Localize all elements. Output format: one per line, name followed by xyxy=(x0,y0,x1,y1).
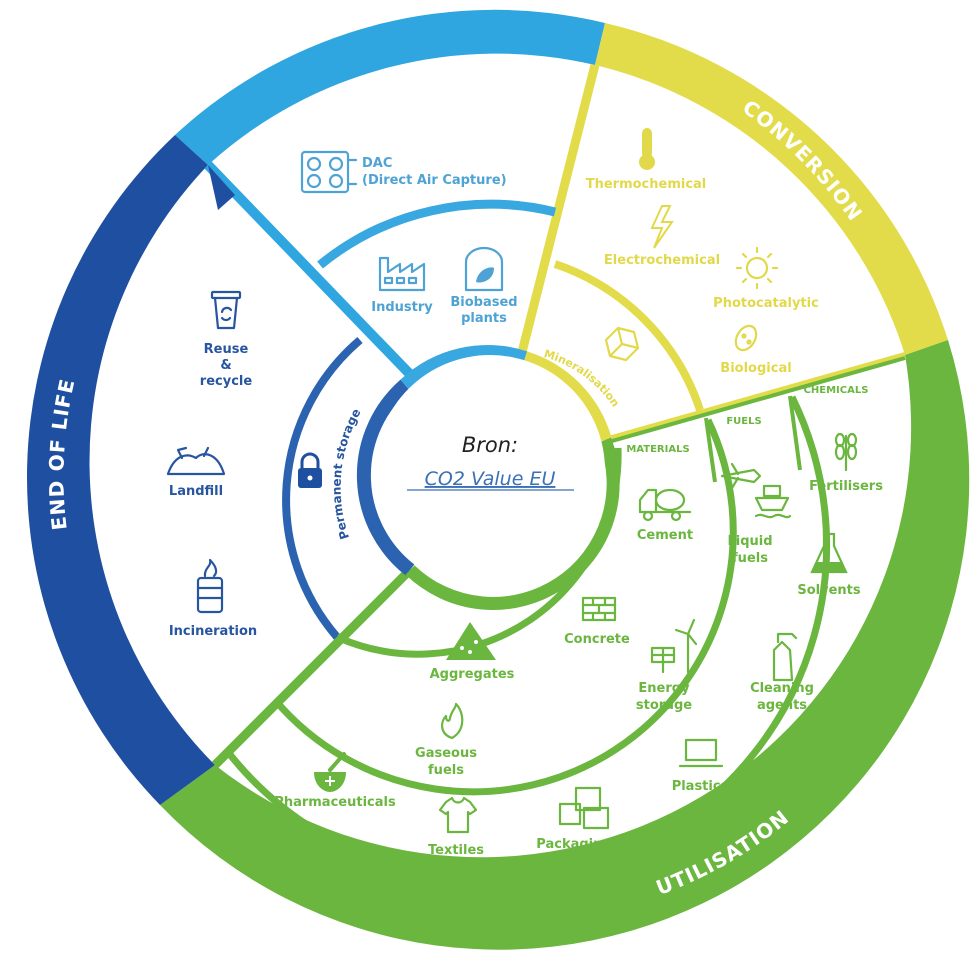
landfill-icon xyxy=(166,446,226,476)
dac-sub-label: (Direct Air Capture) xyxy=(362,173,507,188)
wheat-icon xyxy=(834,432,858,472)
fertilisers-label: Fertilisers xyxy=(809,479,883,494)
utilisation-divider-line xyxy=(604,352,906,443)
pharmaceuticals-label: Pharmaceuticals xyxy=(274,795,396,810)
gaseous-fuels-sub-label: fuels xyxy=(428,763,464,778)
utilisation-ring-segment xyxy=(160,340,970,950)
end-of-life-ring-segment xyxy=(26,135,216,805)
incineration-label: Incineration xyxy=(169,624,257,639)
cement-label: Cement xyxy=(637,528,693,543)
landfill-label: Landfill xyxy=(169,484,223,499)
fuels-tab-divider xyxy=(788,395,802,471)
sources-divider-line xyxy=(204,161,434,399)
photocatalytic-label: Photocatalytic xyxy=(713,296,819,311)
chemicals-tab: CHEMICALS xyxy=(804,385,869,396)
laptop-icon xyxy=(678,738,724,768)
recycle-bin-icon xyxy=(210,290,242,330)
greenhouse-icon xyxy=(464,246,504,292)
solar-wind-icon xyxy=(650,618,698,674)
factory-icon xyxy=(378,256,426,292)
mortar-icon xyxy=(314,752,346,792)
center-title: Bron: xyxy=(462,433,518,457)
reuse-label: Reuse xyxy=(204,342,249,357)
cleaning-agents-label: Cleaning xyxy=(750,681,814,696)
solvents-label: Solvents xyxy=(797,583,861,598)
airplane-icon xyxy=(720,462,762,490)
biobased-sub-label: plants xyxy=(461,311,507,326)
aggregate-pile-icon xyxy=(446,622,496,660)
concrete-label: Concrete xyxy=(564,632,630,647)
materials-tab-divider xyxy=(704,417,717,483)
materials-tab: MATERIALS xyxy=(626,444,689,455)
conversion-core-arc xyxy=(522,351,612,443)
cement-truck-icon xyxy=(638,488,692,522)
mineral-rock-icon xyxy=(604,326,640,362)
reuse-ampersand-label: & xyxy=(220,358,231,373)
cleaning-agents-sub-label: agents xyxy=(757,698,807,713)
dac-unit-icon xyxy=(300,150,358,194)
flask-icon xyxy=(810,532,848,574)
sources-core-arc xyxy=(400,345,528,391)
gaseous-fuels-label: Gaseous xyxy=(415,746,477,761)
fuels-tab: FUELS xyxy=(726,416,761,427)
incinerator-icon xyxy=(196,558,224,614)
flame-icon xyxy=(440,702,464,740)
center-source-link[interactable]: CO2 Value EU xyxy=(425,468,556,490)
permanent-storage-outer-arc xyxy=(282,336,363,640)
thermometer-icon xyxy=(639,128,655,170)
aggregates-label: Aggregates xyxy=(430,667,515,682)
sources-ring-segment xyxy=(175,9,605,165)
permanent-storage-core-arc xyxy=(356,379,415,576)
liquid-fuels-sub-label: fuels xyxy=(732,551,768,566)
spray-bottle-icon xyxy=(772,632,798,682)
chemicals-ring-arc xyxy=(225,395,831,884)
textiles-label: Textiles xyxy=(428,843,484,858)
industry-label: Industry xyxy=(371,300,433,315)
liquid-fuels-label: Liquid xyxy=(727,534,772,549)
fuels-ring-arc xyxy=(272,418,737,796)
conversion-divider-line xyxy=(515,63,600,362)
conversion-inner-arc xyxy=(553,260,704,412)
sources-inner-arc xyxy=(317,199,557,269)
materials-ring-arc xyxy=(335,447,622,658)
electrochemical-label: Electrochemical xyxy=(604,253,720,268)
plastics-label: Plastics xyxy=(672,779,729,794)
packaging-label: Packaging xyxy=(536,837,611,852)
utilisation-divider-green xyxy=(604,356,906,445)
center-circle xyxy=(375,355,605,585)
thermochemical-label: Thermochemical xyxy=(586,177,707,192)
ship-icon xyxy=(754,484,792,519)
recycle-label: recycle xyxy=(200,374,253,389)
tshirt-icon xyxy=(438,796,478,834)
end-of-life-divider-line xyxy=(211,566,414,769)
padlock-icon xyxy=(298,452,322,488)
energy-storage-label: Energy xyxy=(638,681,690,696)
dac-label: DAC xyxy=(362,156,392,171)
bacteria-icon xyxy=(734,324,758,352)
sources-title: SOURCES xyxy=(307,117,424,161)
brick-wall-icon xyxy=(581,596,617,622)
biological-label: Biological xyxy=(720,361,791,376)
biobased-label: Biobased xyxy=(450,295,517,310)
lightning-icon xyxy=(650,205,674,249)
conversion-ring-segment xyxy=(595,23,948,355)
boxes-icon xyxy=(558,786,610,830)
energy-storage-sub-label: storage xyxy=(636,698,692,713)
end-of-life-wedge xyxy=(208,165,235,210)
sun-icon xyxy=(735,246,779,290)
